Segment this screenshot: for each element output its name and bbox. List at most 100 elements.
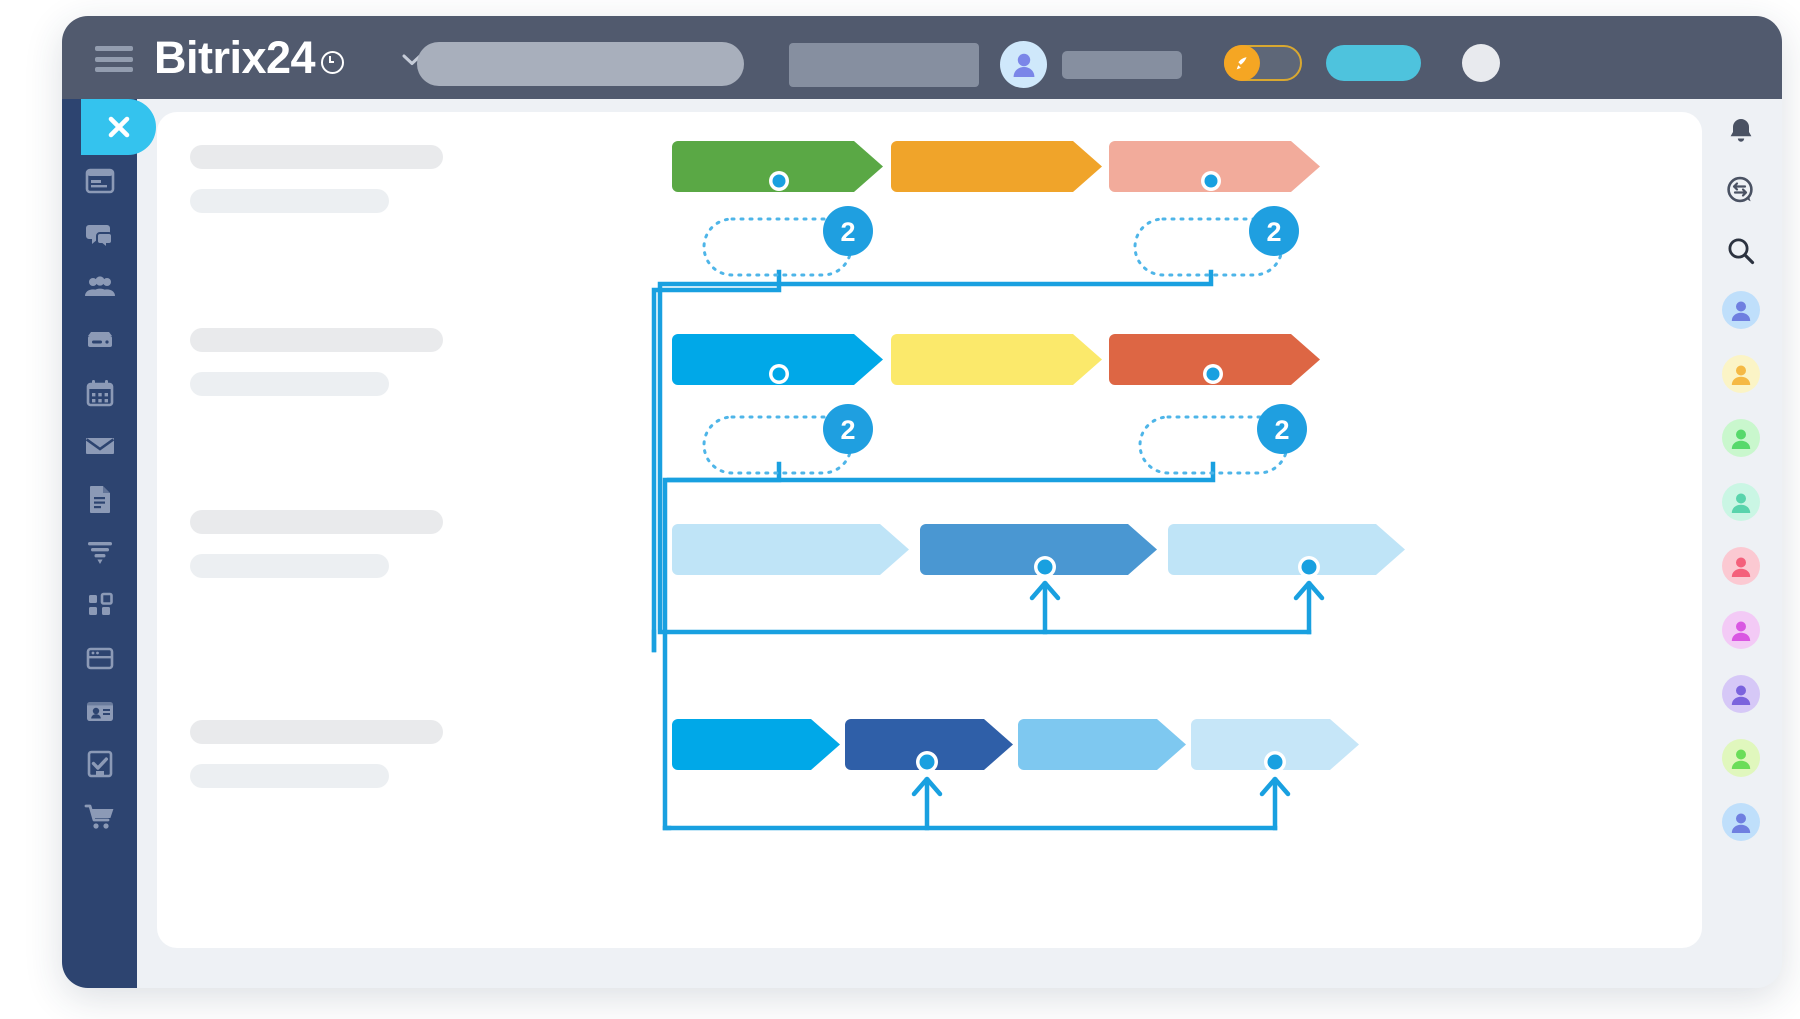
sidebar-item-calendar[interactable] xyxy=(83,376,117,410)
count-badge-4[interactable] xyxy=(1257,404,1307,454)
stage-blue[interactable] xyxy=(672,334,883,385)
count-badge-2-label: 2 xyxy=(1266,217,1281,247)
avatar-4[interactable] xyxy=(1722,483,1760,521)
app-window: Bitrix24 xyxy=(62,16,1782,988)
row-3 xyxy=(672,524,1405,578)
avatar-3[interactable] xyxy=(1722,419,1760,457)
hamburger-icon[interactable] xyxy=(95,46,133,72)
connector-r2-left xyxy=(662,461,782,831)
rocket-icon xyxy=(1224,45,1260,81)
node-r1-a[interactable] xyxy=(772,174,786,188)
sidebar-item-shop[interactable] xyxy=(83,800,117,834)
node-r3-a[interactable] xyxy=(1037,559,1053,575)
drive-icon xyxy=(88,332,112,347)
connector-r1-left xyxy=(651,269,782,653)
stage-lightblue-a[interactable] xyxy=(672,524,909,575)
avatar-5[interactable] xyxy=(1722,547,1760,585)
clock-icon xyxy=(321,50,345,74)
sidebar-item-drive[interactable] xyxy=(83,323,117,357)
node-r1-b[interactable] xyxy=(1204,174,1218,188)
count-badge-4-label: 2 xyxy=(1274,415,1289,445)
node-r4-b[interactable] xyxy=(1267,754,1283,770)
sidebar-item-mail[interactable] xyxy=(83,429,117,463)
node-r2-a[interactable] xyxy=(772,367,786,381)
stage-green[interactable] xyxy=(672,141,883,192)
count-badge-2[interactable] xyxy=(1249,206,1299,256)
skeleton-row-subtitle-4 xyxy=(190,764,389,788)
sidebar-item-apps[interactable] xyxy=(83,588,117,622)
sidebar-item-crm[interactable] xyxy=(83,535,117,569)
stage-paleblue[interactable] xyxy=(1191,719,1359,770)
search-input[interactable] xyxy=(417,42,744,86)
stage-brightblue[interactable] xyxy=(672,719,840,770)
count-badge-3-label: 2 xyxy=(840,415,855,445)
avatar-9[interactable] xyxy=(1722,803,1760,841)
avatar[interactable] xyxy=(1000,41,1047,88)
filter-field[interactable] xyxy=(789,43,979,87)
close-icon[interactable] xyxy=(81,99,156,155)
sidebar-item-documents[interactable] xyxy=(83,482,117,516)
stage-salmon[interactable] xyxy=(1109,141,1320,192)
sidebar-item-employees[interactable] xyxy=(83,270,117,304)
sidebar-item-feed[interactable] xyxy=(83,164,117,198)
stage-lightblue-b[interactable] xyxy=(1168,524,1405,575)
brand-logo[interactable]: Bitrix24 xyxy=(154,31,345,85)
grid-apps-icon xyxy=(89,592,113,615)
search-icon xyxy=(1728,238,1755,265)
window-icon xyxy=(86,647,114,670)
sidebar-item-tasks[interactable] xyxy=(83,747,117,781)
envelope-icon xyxy=(85,438,115,454)
stage-yellow[interactable] xyxy=(891,334,1102,385)
help-button[interactable] xyxy=(1462,44,1500,82)
process-board-canvas: 2 2 2 2 xyxy=(157,112,1702,948)
stage-navy[interactable] xyxy=(845,719,1013,770)
notifications-button[interactable] xyxy=(1721,111,1761,151)
row-1: 2 2 xyxy=(672,141,1320,277)
sidebar-item-chat[interactable] xyxy=(83,217,117,251)
stage-midblue[interactable] xyxy=(920,524,1157,575)
sidebar-item-contacts[interactable] xyxy=(83,694,117,728)
skeleton-row-subtitle-2 xyxy=(190,372,389,396)
node-r3-b[interactable] xyxy=(1301,559,1317,575)
boost-toggle[interactable] xyxy=(1224,45,1302,81)
funnel-icon xyxy=(88,542,112,564)
stage-skyblue[interactable] xyxy=(1018,719,1186,770)
count-badge-3[interactable] xyxy=(823,404,873,454)
node-r4-a[interactable] xyxy=(919,754,935,770)
skeleton-row-subtitle-1 xyxy=(190,189,389,213)
app-title: Bitrix24 xyxy=(154,32,316,83)
arrow-heads xyxy=(911,580,1325,797)
avatar-7[interactable] xyxy=(1722,675,1760,713)
stage-orange[interactable] xyxy=(891,141,1102,192)
node-r2-b[interactable] xyxy=(1206,367,1220,381)
skeleton-row-subtitle-3 xyxy=(190,554,389,578)
avatar-1[interactable] xyxy=(1722,291,1760,329)
user-name-field[interactable] xyxy=(1062,51,1182,79)
calendar-icon xyxy=(86,380,114,407)
id-card-icon xyxy=(87,702,113,721)
cta-button[interactable] xyxy=(1326,45,1421,81)
document-icon xyxy=(90,486,110,513)
stage-orangered[interactable] xyxy=(1109,334,1320,385)
arrowhead-r4-a xyxy=(911,776,943,797)
search-button[interactable] xyxy=(1721,231,1761,271)
avatar-6[interactable] xyxy=(1722,611,1760,649)
row-4 xyxy=(672,719,1359,773)
arrowhead-r3-b xyxy=(1293,580,1325,601)
checkbox-icon xyxy=(87,750,113,778)
shopping-cart-icon xyxy=(84,804,114,829)
skeleton-row-title-3 xyxy=(190,510,443,534)
count-badge-1[interactable] xyxy=(823,206,873,256)
avatar-8[interactable] xyxy=(1722,739,1760,777)
messenger-button[interactable] xyxy=(1721,171,1761,211)
news-feed-icon xyxy=(85,168,115,194)
exchange-bubble-icon xyxy=(1727,176,1753,203)
row-2: 2 2 xyxy=(672,334,1320,475)
avatar-2[interactable] xyxy=(1722,355,1760,393)
bell-icon xyxy=(1730,119,1752,142)
process-flow-diagram: 2 2 2 2 xyxy=(651,141,1405,831)
skeleton-row-title-1 xyxy=(190,145,443,169)
sidebar-item-sites[interactable] xyxy=(83,641,117,675)
count-badge-1-label: 2 xyxy=(840,217,855,247)
